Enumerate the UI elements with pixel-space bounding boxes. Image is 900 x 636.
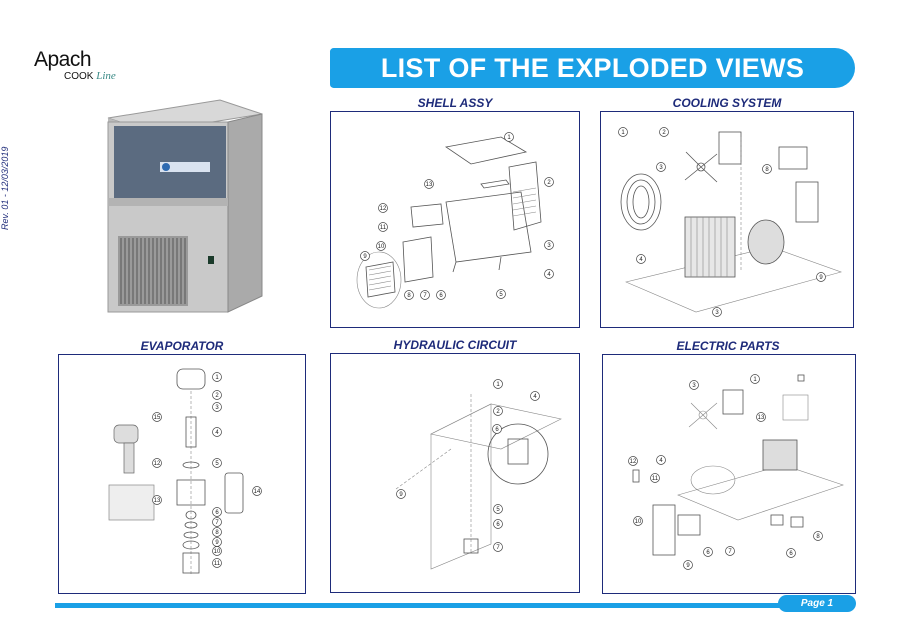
callout: 4	[639, 257, 643, 263]
panel-electric-parts[interactable]: 1 3 4 6 6 7 8 9 10 11 12 13	[602, 354, 856, 594]
callout: 7	[423, 293, 427, 299]
callout: 1	[753, 377, 757, 383]
footer-line	[55, 603, 785, 608]
callout: 11	[652, 476, 659, 482]
callout: 6	[495, 427, 499, 433]
callout: 10	[214, 549, 221, 555]
revision-label: Rev. 01 - 12/03/2019	[0, 146, 10, 230]
callout: 5	[215, 461, 219, 467]
callout: 6	[496, 522, 500, 528]
callout: 8	[816, 534, 820, 540]
callout: 13	[426, 182, 433, 188]
callout: 8	[215, 530, 219, 536]
brand-logo: Apach COOK Line	[34, 48, 144, 86]
section-title-evaporator: EVAPORATOR	[140, 339, 224, 353]
logo-brand: Apach	[34, 48, 92, 71]
section-title-shell: SHELL ASSY	[417, 96, 493, 110]
section-title-cooling: COOLING SYSTEM	[672, 96, 782, 110]
product-image	[100, 96, 275, 322]
callout: 3	[692, 383, 696, 389]
panel-hydraulic-circuit[interactable]: 1 2 4 5 6 6 7 9	[330, 353, 580, 593]
logo-sub-script: Line	[96, 70, 116, 82]
callout: 9	[819, 275, 823, 281]
logo-sub-prefix: COOK	[64, 71, 94, 82]
callout: 15	[154, 415, 161, 421]
page-number: Page 1	[778, 595, 856, 612]
callout: 6	[789, 551, 793, 557]
callout: 9	[399, 492, 403, 498]
callout: 12	[630, 459, 637, 465]
panel-cooling-system[interactable]: 1 2 3 3 4 8 9	[600, 111, 854, 328]
callout: 4	[533, 394, 537, 400]
section-title-electric: ELECTRIC PARTS	[676, 339, 780, 353]
callout: 12	[380, 206, 387, 212]
logo-sub: COOK Line	[64, 70, 116, 82]
callout: 9	[686, 563, 690, 569]
callout: 7	[728, 549, 732, 555]
callout: 9	[363, 254, 367, 260]
callout: 4	[659, 458, 663, 464]
callout: 9	[215, 540, 219, 546]
callout: 2	[547, 180, 551, 186]
callout: 3	[215, 405, 219, 411]
callout: 14	[254, 489, 261, 495]
callout: 1	[621, 130, 625, 136]
callout: 6	[706, 550, 710, 556]
page-title: LIST OF THE EXPLODED VIEWS	[330, 48, 855, 88]
callout: 4	[547, 272, 551, 278]
callout: 12	[154, 461, 161, 467]
callout: 2	[215, 393, 219, 399]
callout: 2	[662, 130, 666, 136]
callout: 1	[496, 382, 500, 388]
panel-evaporator[interactable]: 1 2 3 4 5 6 7 8 9 10 11 12 13 14 15	[58, 354, 306, 594]
callout: 13	[758, 415, 765, 421]
callout: 4	[215, 430, 219, 436]
callout: 11	[380, 225, 387, 231]
panel-shell-assy[interactable]: 1 2 3 4 5 6 7 8 9 10 11 12 13	[330, 111, 580, 328]
callout: 8	[765, 167, 769, 173]
callout: 7	[215, 520, 219, 526]
callout: 3	[715, 310, 719, 316]
callout: 10	[378, 244, 385, 250]
callout: 3	[659, 165, 663, 171]
callout: 10	[635, 519, 642, 525]
callout: 6	[215, 510, 219, 516]
callout: 6	[439, 293, 443, 299]
callout: 8	[407, 293, 411, 299]
section-title-hydraulic: HYDRAULIC CIRCUIT	[393, 338, 517, 352]
callout: 3	[547, 243, 551, 249]
callout: 7	[496, 545, 500, 551]
callout: 5	[499, 292, 503, 298]
callout: 1	[507, 135, 511, 141]
callout: 11	[214, 561, 221, 567]
callout: 2	[496, 409, 500, 415]
callout: 13	[154, 498, 161, 504]
callout: 5	[496, 507, 500, 513]
callout: 1	[215, 375, 219, 381]
